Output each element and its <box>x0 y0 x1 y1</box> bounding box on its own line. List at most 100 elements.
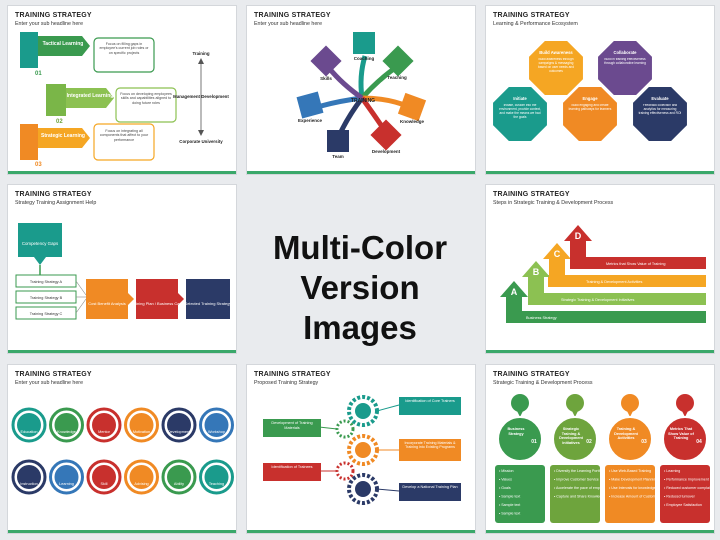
slide-title: TRAINING STRATEGY <box>493 12 570 19</box>
s5-letter-b: B <box>533 267 540 277</box>
s8-list-item: • Sample text <box>499 512 520 516</box>
s4-flow: Competency Gaps Training Strategy A Trai… <box>15 223 232 320</box>
s4-step-2: Training Plan / Business Case <box>130 301 184 306</box>
s4-gaps: Competency Gaps <box>22 241 59 246</box>
center-heading-line-1: Multi-Color <box>272 229 448 266</box>
s8-head: Metrics That Show Value of Training <box>668 427 694 441</box>
s8-list-item: • Sample text <box>499 503 520 507</box>
slide-thumbnail-4[interactable]: TRAINING STRATEGY Strategy Training Assi… <box>7 184 237 354</box>
s7-left-2: Identification of Trainees <box>271 465 313 469</box>
s3-octagon <box>561 85 619 143</box>
slide-thumbnail-1[interactable]: TRAINING STRATEGY Enter your sub headlin… <box>7 5 237 175</box>
slide-title: TRAINING STRATEGY <box>15 371 92 378</box>
s2-petal-7: Skills <box>320 76 332 81</box>
s8-list-item: • Accelerate the pace of employee learni… <box>554 486 622 490</box>
slide-subtitle: Proposed Training Strategy <box>254 380 319 386</box>
s1-num-1: 01 <box>35 71 42 77</box>
s3-octagon <box>527 39 585 97</box>
slide-accent-bar <box>486 171 714 174</box>
s8-head: Training & Development Activities <box>614 427 638 441</box>
s5-label-b: Strategic Training & Development Initiat… <box>561 298 635 302</box>
s8-icon <box>621 394 639 412</box>
s8-list-item: • Employee Satisfaction <box>664 503 702 507</box>
s6-circle-label: Instruction <box>20 482 38 486</box>
s6-circle-label: Knowledge <box>57 430 76 434</box>
s8-list-item: • Goals <box>499 486 511 490</box>
s1-arrow-label-1: Tactical Learning <box>43 41 84 47</box>
s2-center-label: TRAINING <box>351 98 375 104</box>
s8-list-item: • Reduced customer complaints <box>664 486 715 490</box>
slide-thumbnail-8[interactable]: TRAINING STRATEGY Strategic Training & D… <box>485 364 715 534</box>
s1-box-2: Focus on developing employees skills and… <box>120 92 172 105</box>
s8-icon <box>566 394 584 412</box>
s6-circle-label: Learning <box>59 482 74 486</box>
s8-num: 03 <box>641 439 647 445</box>
s6-circle-label: Ability <box>174 482 184 486</box>
slide-thumbnail-6[interactable]: TRAINING STRATEGY Enter your sub headlin… <box>7 364 237 534</box>
slide-subtitle: Enter your sub headline here <box>254 21 323 27</box>
s8-list-item: • Use Web-Based Training <box>609 469 651 473</box>
s4-option-2: Training Strategy B <box>30 296 63 300</box>
s8-icon <box>676 394 694 412</box>
s2-petal-2: Teaching <box>387 75 407 80</box>
s8-num: 01 <box>531 439 537 445</box>
s3-octagon-head: Evaluate <box>651 96 669 101</box>
s6-circle-label: Motivation <box>133 430 150 434</box>
slide-thumbnail-3[interactable]: TRAINING STRATEGY Learning & Performance… <box>485 5 715 175</box>
s1-num-3: 03 <box>35 162 42 168</box>
s2-pinwheel: Coaching Teaching Knowledge Development … <box>296 32 427 159</box>
slide-title: TRAINING STRATEGY <box>493 191 570 198</box>
s3-octagon-head: Collaborate <box>613 50 637 55</box>
s3-octagon-head: Initiate <box>513 96 527 101</box>
s8-head: Strategic Training & Development Initiat… <box>559 427 583 445</box>
center-heading-line-2: Version Images <box>300 269 420 346</box>
s5-letter-a: A <box>511 287 518 297</box>
s6-circle-label: Mentor <box>98 430 111 434</box>
s1-axis-mid: Management Development <box>173 94 229 99</box>
s3-octagon-body: Feedback collection and analytics for me… <box>638 104 682 115</box>
slide-subtitle: Enter your sub headline here <box>15 21 84 27</box>
slide-accent-bar <box>247 530 475 533</box>
s8-num: 02 <box>586 439 592 445</box>
s1-graphic: Tactical Learning 01 Integrated Learning… <box>20 32 229 168</box>
s8-icon <box>511 394 529 412</box>
s6-circle-label: Development <box>168 430 191 434</box>
s4-step-1: Cost Benefit Analysis <box>88 301 126 306</box>
slide-title: TRAINING STRATEGY <box>254 371 331 378</box>
s3-octagon <box>491 85 549 143</box>
s3-octagon-body: Build in training effectiveness through … <box>604 58 646 65</box>
slide-accent-bar <box>8 350 236 353</box>
slide-thumbnail-5[interactable]: TRAINING STRATEGY Steps in Strategic Tra… <box>485 184 715 354</box>
s1-axis-top: Training <box>192 51 209 56</box>
s8-list-item: • Capture and Share Knowledge <box>554 495 605 499</box>
s4-option-3: Training Strategy C <box>30 312 63 316</box>
s1-num-2: 02 <box>56 119 63 125</box>
s8-list-item: • Sample text <box>499 495 520 499</box>
slide-title: TRAINING STRATEGY <box>15 12 92 19</box>
s7-right-3: Develop a National Training Plan <box>402 485 458 489</box>
slide-accent-bar <box>486 530 714 533</box>
s5-letter-c: C <box>554 249 561 259</box>
s8-list-item: • Increase Amount of Customer Service Tr… <box>609 495 686 499</box>
s6-circle-label: Workshop <box>208 430 225 434</box>
s8-list-item: • Mission <box>499 469 513 473</box>
s8-list-item: • Use Intervals for knowledge sharing <box>609 486 668 490</box>
s5-steps: A B C D Business Strategy Strategic Trai… <box>500 225 706 323</box>
s5-letter-d: D <box>575 231 582 241</box>
slide-accent-bar <box>8 171 236 174</box>
slide-thumbnail-2[interactable]: TRAINING STRATEGY Enter your sub headlin… <box>246 5 476 175</box>
s3-octagon-head: Build Awareness <box>539 50 573 55</box>
s7-right-2: Incorporate Training Materials & Trainin… <box>404 441 456 450</box>
s2-petal-4: Development <box>372 149 401 154</box>
slide-thumbnail-7[interactable]: TRAINING STRATEGY Proposed Training Stra… <box>246 364 476 534</box>
s6-circle-label: Teaching <box>209 482 224 486</box>
slide-accent-bar <box>8 530 236 533</box>
s3-octagon <box>631 85 689 143</box>
s2-petal-1: Coaching <box>354 56 375 61</box>
s7-left-1: Development of Training Materials <box>271 421 313 430</box>
s4-step-3: Selected Training Strategy <box>185 301 232 306</box>
s1-axis-bottom: Corporate University <box>179 139 223 144</box>
center-heading: Multi-Color Version Images <box>244 228 476 348</box>
